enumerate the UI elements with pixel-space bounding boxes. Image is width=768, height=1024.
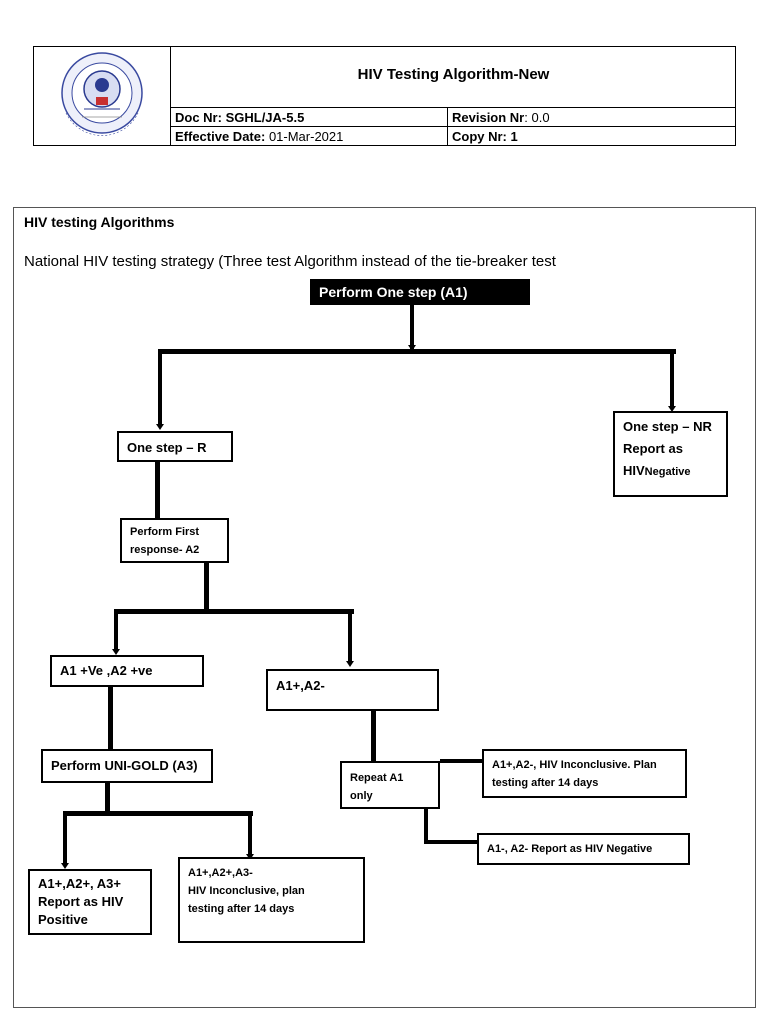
connector [158, 349, 676, 354]
arrow-head [346, 661, 354, 667]
arrow-head [156, 424, 164, 430]
node-text: Negative [644, 466, 691, 478]
node-negative-result: A1-, A2- Report as HIV Negative [477, 833, 690, 865]
connector [108, 687, 113, 749]
doc-nr-label: Doc Nr: [175, 110, 222, 125]
node-text: response- A2 [130, 544, 200, 556]
node-text: Positive [38, 912, 88, 927]
node-one-step-reactive: One step – R [117, 431, 233, 462]
node-text: only [350, 790, 373, 802]
connector [155, 462, 160, 519]
node-perform-first-response: Perform First response- A2 [120, 518, 229, 563]
divider [171, 126, 736, 127]
node-inconclusive-repeat: A1+,A2-, HIV Inconclusive. Plan testing … [482, 749, 687, 798]
node-positive-result: A1+,A2+, A3+ Report as HIV Positive [28, 869, 152, 935]
node-text: One step – NR [623, 419, 712, 434]
effective-date-label: Effective Date: [175, 129, 266, 144]
revision-label: Revision Nr [452, 110, 525, 125]
connector [424, 840, 478, 844]
logo-cell [34, 47, 171, 145]
connector [105, 783, 110, 813]
connector [158, 349, 162, 427]
node-a1-pos-a2-neg: A1+,A2- [266, 669, 439, 711]
node-text: A1+,A2+, A3+ [38, 876, 121, 891]
node-text: Perform First [130, 526, 200, 538]
node-text: Repeat A1 [350, 772, 404, 784]
node-inconclusive-a3: A1+,A2+,A3- HIV Inconclusive, plan testi… [178, 857, 365, 943]
copy-nr-label: Copy Nr: 1 [452, 129, 518, 144]
node-perform-unigold: Perform UNI-GOLD (A3) [41, 749, 213, 783]
node-text: testing after 14 days [492, 777, 599, 789]
algorithm-frame [13, 207, 756, 1008]
divider [447, 107, 448, 145]
hospital-logo [61, 52, 143, 136]
connector [63, 811, 253, 816]
revision-value: : 0.0 [524, 110, 550, 125]
effective-date-value: 01-Mar-2021 [268, 129, 344, 144]
connector [424, 809, 428, 842]
arrow-head [61, 863, 69, 869]
connector [63, 811, 67, 865]
node-text: testing after 14 days [188, 903, 295, 915]
node-repeat-a1: Repeat A1 only [340, 761, 440, 809]
connector [670, 349, 674, 409]
doc-nr-cell: Doc Nr: SGHL/JA-5.5 [175, 108, 304, 127]
connector [114, 609, 118, 651]
node-one-step-nonreactive: One step – NR Report as HIVNegative [613, 411, 728, 497]
arrow-head [408, 345, 416, 351]
section-subheading: National HIV testing strategy (Three tes… [24, 253, 556, 270]
effective-date-cell: Effective Date: 01-Mar-2021 [175, 127, 343, 146]
start-node: Perform One step (A1) [310, 279, 530, 305]
revision-cell: Revision Nr: 0.0 [452, 108, 550, 127]
node-a1-a2-positive: A1 +Ve ,A2 +ve [50, 655, 204, 687]
doc-nr-value: SGHL/JA-5.5 [225, 110, 305, 125]
connector [348, 609, 352, 663]
connector [204, 563, 209, 611]
section-heading: HIV testing Algorithms [24, 214, 175, 230]
node-text: HIV [623, 463, 645, 478]
node-text: Report as HIV [38, 894, 124, 909]
connector [371, 711, 376, 763]
node-text: A1+,A2+,A3- [188, 867, 253, 879]
node-text: HIV Inconclusive, plan [188, 885, 305, 897]
arrow-head [112, 649, 120, 655]
divider [171, 107, 736, 108]
node-text: Report as [623, 441, 683, 456]
document-title: HIV Testing Algorithm-New [357, 66, 550, 83]
arrow-head [668, 406, 676, 412]
document-header: HIV Testing Algorithm-New Doc Nr: SGHL/J… [33, 46, 736, 146]
connector [248, 811, 252, 857]
connector [440, 759, 482, 763]
connector [410, 305, 414, 349]
connector [114, 609, 354, 614]
node-text: A1+,A2-, HIV Inconclusive. Plan [492, 759, 657, 771]
copy-nr-cell: Copy Nr: 1 [452, 127, 518, 146]
